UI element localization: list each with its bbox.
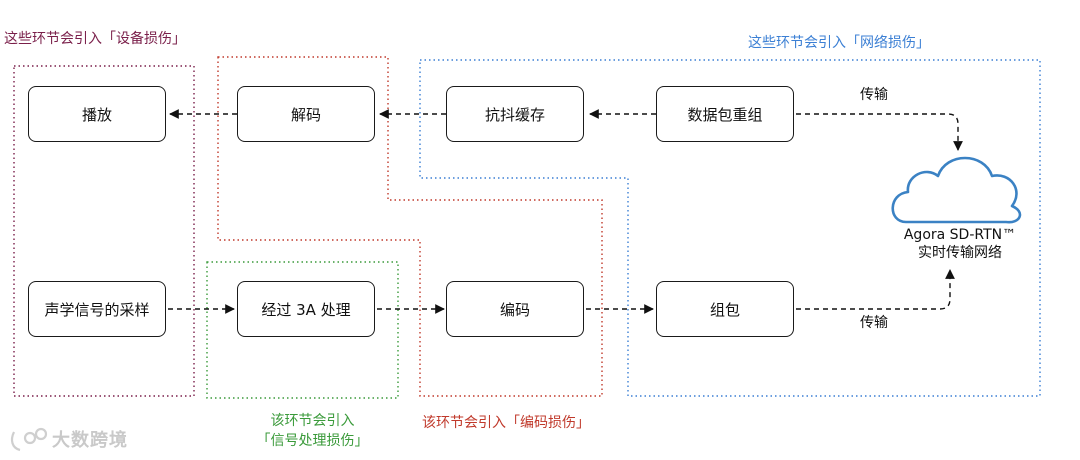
node-playback: 播放: [28, 86, 166, 142]
signal-loss-label-line2: 「信号处理损伤」: [256, 433, 369, 449]
node-jitter-buffer: 抗抖缓存: [446, 86, 584, 142]
network-loss-region: [419, 59, 1041, 397]
device-loss-label: 这些环节会引入「设备损伤」: [4, 31, 186, 47]
node-packetize: 组包: [656, 281, 794, 337]
node-packet-reassembly: 数据包重组: [656, 86, 794, 142]
edge-label-transmit-top: 传输: [860, 87, 888, 103]
node-3a-processing: 经过 3A 处理: [237, 281, 375, 337]
edge-reassembly-to-cloud: [796, 113, 963, 151]
node-encode: 编码: [446, 281, 584, 337]
device-loss-region: [13, 65, 195, 397]
node-decode: 解码: [237, 86, 375, 142]
network-loss-label: 这些环节会引入「网络损伤」: [748, 35, 930, 51]
edge-packetize-to-cloud: [796, 269, 955, 310]
node-sampling: 声学信号的采样: [28, 281, 166, 337]
watermark-text: 大数跨境: [52, 430, 128, 451]
watermark-logo-icon: [10, 427, 48, 452]
signal-loss-label-line1: 该环节会引入: [270, 413, 355, 429]
signal-loss-region: [206, 261, 399, 399]
cloud-label-line1: Agora SD-RTN™: [903, 227, 1017, 243]
signal-loss-label: 该环节会引入 「信号处理损伤」: [215, 411, 410, 451]
cloud-label-line2: 实时传输网络: [918, 245, 1002, 261]
edge-label-transmit-bottom: 传输: [860, 315, 888, 331]
encode-loss-label: 该环节会引入「编码损伤」: [422, 415, 590, 431]
cloud-label: Agora SD-RTN™ 实时传输网络: [875, 226, 1045, 262]
cloud-icon: [891, 156, 1022, 224]
